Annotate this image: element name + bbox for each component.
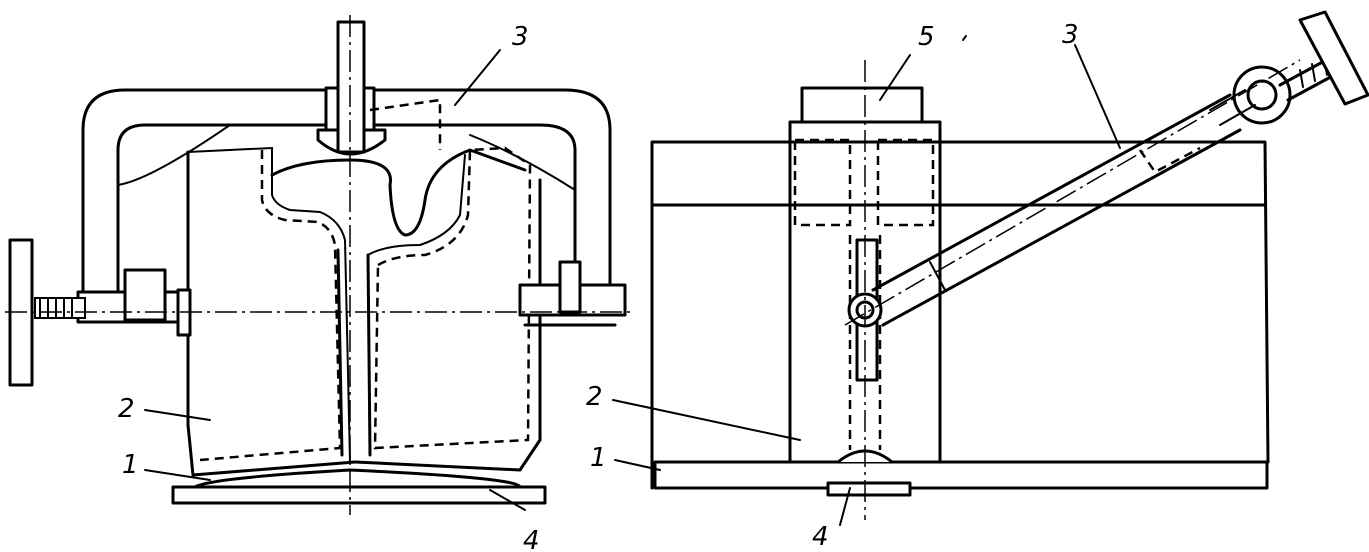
right-view: 2 1 4 5 3 [586,10,1369,552]
right-dash-3 [848,235,882,450]
right-incline-axis [844,59,1301,326]
left-clamp-web-r [469,134,576,191]
left-dash-l [199,150,342,462]
right-label-block: 5 [918,22,935,52]
right-side-nut [558,260,582,314]
left-label-clamp: 3 [512,22,529,52]
left-side-thread [34,297,86,319]
left-rail-foot [193,468,522,489]
left-body-left [186,150,357,477]
left-dash-r [373,146,532,450]
leader-right-4 [839,487,851,526]
right-screw-marks [1209,89,1256,126]
leader-right-1 [614,459,661,471]
right-arm-dash [1138,146,1201,174]
left-rail-web-curve [367,154,466,256]
left-thread-marks [39,297,73,319]
right-arm-bottom [881,128,1242,327]
left-top-screw [336,20,366,154]
leader-left-3 [454,49,501,106]
right-label-rail: 1 [590,443,607,473]
leader-left-2 [144,409,211,421]
right-top-block [800,86,924,124]
speck [962,35,967,41]
leader-left-1 [144,469,211,481]
right-handwheel [1298,10,1369,106]
left-view: 2 1 4 3 [5,15,635,552]
left-rail-web-l [336,248,344,457]
right-screw-ring [1232,65,1292,125]
left-label-plate: 4 [523,526,540,552]
leader-right-3 [1074,44,1121,149]
left-rail-head [270,148,527,237]
left-label-body: 2 [118,394,135,424]
left-clamp-web-l [117,124,231,186]
right-dash-1 [793,138,852,227]
right-dash-2 [876,138,935,227]
right-label-plate: 4 [812,522,829,552]
right-arm-joint [929,261,946,291]
left-top-dash [369,98,442,150]
leader-right-2 [612,399,801,441]
right-rail [653,460,1269,490]
right-bottom-plate [826,481,912,497]
right-block [650,140,1270,490]
left-base-plate [171,485,547,505]
right-label-body: 2 [586,382,603,412]
right-screw-ring-inner [1246,79,1278,111]
right-label-clamp: 3 [1062,20,1079,50]
left-body-right [353,178,542,472]
leader-left-4 [489,489,526,511]
left-rail-web-r [366,253,372,457]
left-body-left-inner [187,146,351,463]
leader-right-5 [879,54,911,101]
left-label-rail: 1 [122,450,139,480]
right-arm-top [871,93,1232,292]
